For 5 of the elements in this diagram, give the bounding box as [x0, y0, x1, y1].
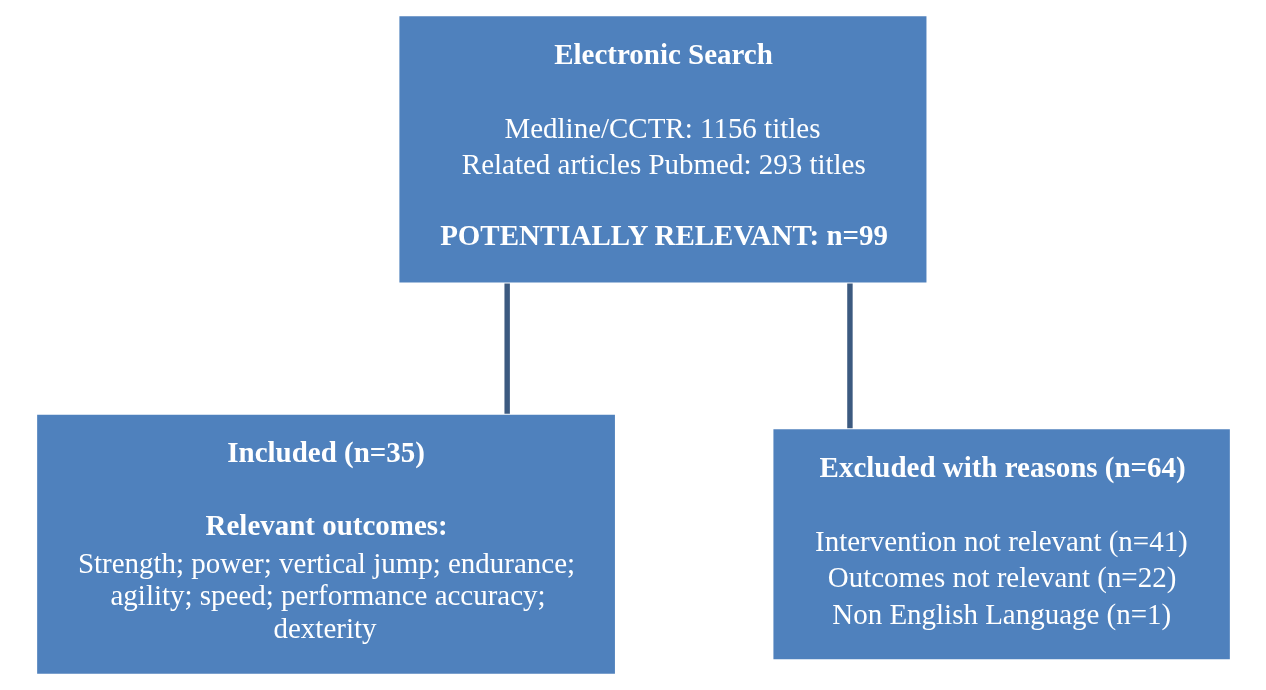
connector: [846, 283, 853, 429]
node-box: Excluded with reasons (n=64) Intervention not relevant (n=41) Outcomes not relevant (n=22) Non English Language (n=1): [771, 427, 1232, 662]
node-box: Included (n=35) Relevant outcomes: Strength; power; vertical jump; endurance; agility; speed; performance accuracy; dexterity: [34, 412, 617, 676]
connector: [503, 283, 510, 414]
node-box: Electronic Search Medline/CCTR: 1156 titles Related articles Pubmed: 293 titles POTENTIALLY RELEVANT: n=99: [397, 14, 928, 285]
